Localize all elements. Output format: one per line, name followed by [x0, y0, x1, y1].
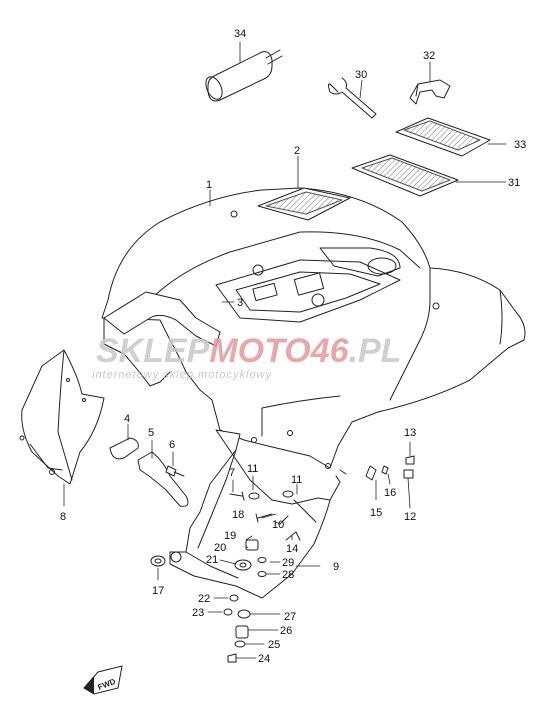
- callout-18: 18: [232, 509, 244, 521]
- callout-11a: 11: [247, 463, 258, 475]
- callout-24: 24: [258, 653, 270, 665]
- callout-1: 1: [206, 179, 212, 191]
- cover-plate-part: [257, 187, 351, 221]
- forward-direction-arrow: FWD: [83, 665, 123, 695]
- callout-25: 25: [268, 639, 280, 651]
- watermark-brand-4: .PL: [349, 332, 402, 370]
- watermark-brand-1: SKLEP: [96, 332, 210, 370]
- callout-34: 34: [234, 28, 246, 40]
- callout-12: 12: [404, 511, 416, 523]
- callout-32: 32: [423, 50, 435, 62]
- callout-16: 16: [384, 487, 396, 499]
- bolt-6: [165, 465, 185, 477]
- callout-15: 15: [370, 507, 382, 519]
- callout-31: 30: [355, 69, 367, 81]
- label-plate-part: [395, 117, 491, 157]
- callout-21: 21: [206, 554, 218, 566]
- watermark-brand-3: 46: [310, 332, 350, 370]
- callout-3: 3: [237, 297, 243, 309]
- callout-4: 4: [124, 413, 130, 425]
- callout-29: 29: [282, 557, 294, 569]
- callout-20: 20: [214, 542, 226, 554]
- callout-19: 19: [224, 530, 236, 542]
- callout-30: 33: [514, 139, 526, 151]
- left-mudflap-part: [19, 349, 105, 485]
- leader-lines: [63, 41, 507, 659]
- callout-5: 5: [148, 427, 154, 439]
- callout-2: 2: [294, 145, 300, 157]
- watermark-tagline: internetowy sklep motocyklowy: [92, 369, 273, 381]
- callout-9: 9: [333, 561, 339, 573]
- watermark-brand-2: MOTO: [209, 332, 310, 370]
- callout-17: 17: [152, 585, 164, 597]
- callout-6: 6: [169, 439, 175, 451]
- callout-33: 31: [508, 177, 520, 189]
- hardware-set: [150, 455, 415, 663]
- callout-23: 23: [192, 607, 204, 619]
- callout-13: 13: [404, 427, 416, 439]
- callout-22: 22: [198, 593, 210, 605]
- stay-part: [137, 451, 189, 507]
- tool-bag-part: [351, 154, 459, 197]
- spanner-part: [327, 77, 377, 119]
- grip-tube-part: [205, 49, 283, 102]
- callout-8: 8: [60, 511, 66, 523]
- callout-28: 28: [282, 569, 294, 581]
- callout-10: 10: [272, 519, 284, 531]
- rear-fender-part: [101, 187, 526, 469]
- callout-14: 14: [286, 543, 298, 555]
- watermark: SKLEPMOTO46.PL internetowy sklep motocyk…: [92, 332, 401, 381]
- callout-27: 27: [284, 611, 296, 623]
- callout-7: 7: [229, 467, 235, 479]
- inner-fender-part: [169, 429, 341, 599]
- small-bracket-part: [109, 437, 139, 460]
- svg-text:SKLEPMOTO46.PL: SKLEPMOTO46.PL: [96, 332, 401, 370]
- callout-26: 26: [280, 625, 292, 637]
- callout-11b: 11: [291, 474, 302, 486]
- callouts: 34 32 30 33 2 31 1 3 4 13 5 6 7 11 11 16…: [60, 28, 526, 665]
- bracket-part: [409, 79, 451, 105]
